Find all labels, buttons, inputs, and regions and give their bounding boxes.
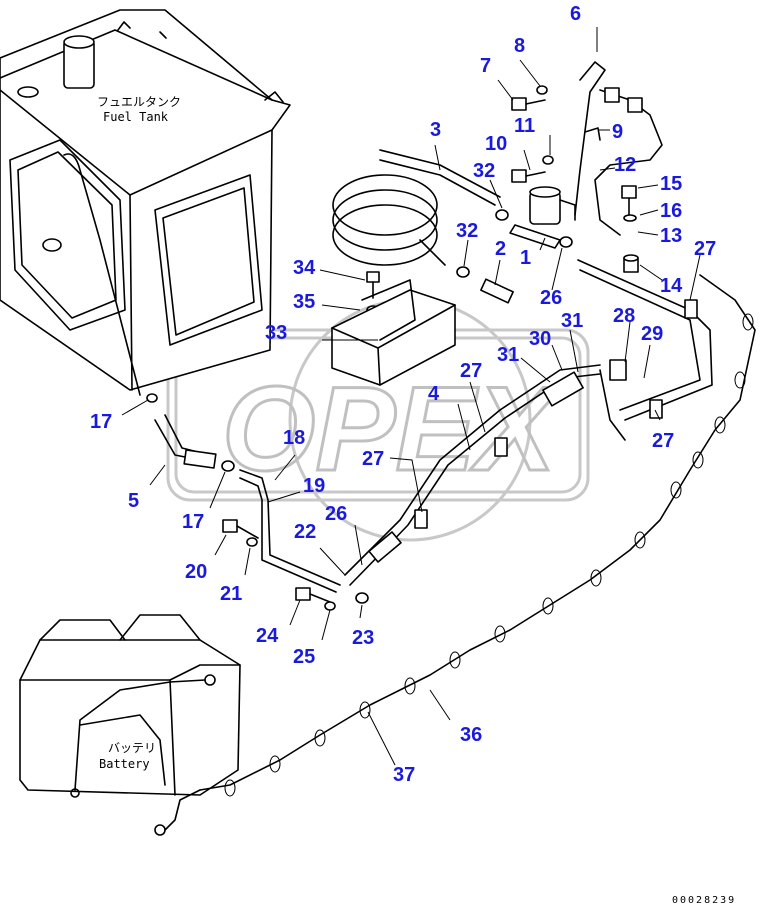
part-number: 3 — [430, 119, 441, 141]
part-number: 17 — [90, 411, 112, 433]
part-number: 22 — [294, 521, 316, 543]
part-number: 31 — [497, 344, 519, 366]
part-number: 6 — [570, 3, 581, 25]
part-number: 34 — [293, 257, 316, 279]
part-number: 2 — [495, 238, 506, 260]
part-number: 20 — [185, 561, 207, 583]
fuel-tank-label-en: Fuel Tank — [103, 110, 169, 124]
part-number: 33 — [265, 322, 287, 344]
part-number: 27 — [652, 430, 674, 452]
leader-lines — [121, 27, 701, 766]
part-number: 15 — [660, 173, 682, 195]
part-number: 32 — [473, 160, 495, 182]
part-number: 8 — [514, 35, 525, 57]
fuel-pump — [509, 61, 606, 249]
part-number: 13 — [660, 225, 682, 247]
watermark-text: OPEX — [222, 362, 562, 496]
bracket — [331, 279, 456, 386]
part-number: 16 — [660, 200, 682, 222]
battery: バッテリ Battery — [19, 614, 241, 796]
part-number: 17 — [182, 511, 204, 533]
part-number: 27 — [694, 238, 716, 260]
part-number: 1 — [520, 247, 531, 269]
part-number: 30 — [529, 328, 551, 350]
part-number: 23 — [352, 627, 374, 649]
part-number: 7 — [480, 55, 491, 77]
battery-label-en: Battery — [99, 757, 150, 771]
watermark: OPEX — [166, 298, 590, 542]
fuel-tank-label-jp: フュエルタンク — [97, 95, 181, 109]
part-number: 24 — [256, 625, 279, 647]
part-number: 36 — [460, 724, 482, 746]
document-id: 00028239 — [672, 895, 736, 906]
part-number: 28 — [613, 305, 635, 327]
part-number: 26 — [325, 503, 347, 525]
part-number: 9 — [612, 121, 623, 143]
part-number: 37 — [393, 764, 415, 786]
part-number: 31 — [561, 310, 583, 332]
part-numbers: 1 2 3 4 5 6 7 8 9 10 11 12 13 14 15 16 1… — [90, 3, 716, 786]
part-number: 4 — [428, 383, 440, 405]
part-number: 32 — [456, 220, 478, 242]
part-number: 12 — [614, 154, 636, 176]
part-number: 14 — [660, 275, 683, 297]
part-number: 11 — [514, 115, 535, 137]
part-number: 18 — [283, 427, 305, 449]
hose-clamps — [414, 299, 698, 529]
part-number: 5 — [128, 490, 139, 512]
hose-lines — [154, 259, 713, 593]
pump-wiring — [584, 87, 663, 236]
part-number: 19 — [303, 475, 325, 497]
fuel-tank: フュエルタンク Fuel Tank — [0, 9, 291, 396]
part-number: 27 — [362, 448, 384, 470]
part-number: 26 — [540, 287, 562, 309]
part-number: 25 — [293, 646, 315, 668]
battery-harness — [70, 274, 756, 836]
part-number: 29 — [641, 323, 663, 345]
part-number: 21 — [220, 583, 242, 605]
part-number: 35 — [293, 291, 315, 313]
coiled-hose — [332, 149, 501, 266]
part-number: 27 — [460, 360, 482, 382]
part-number: 10 — [485, 133, 507, 155]
battery-label-jp: バッテリ — [108, 741, 156, 755]
